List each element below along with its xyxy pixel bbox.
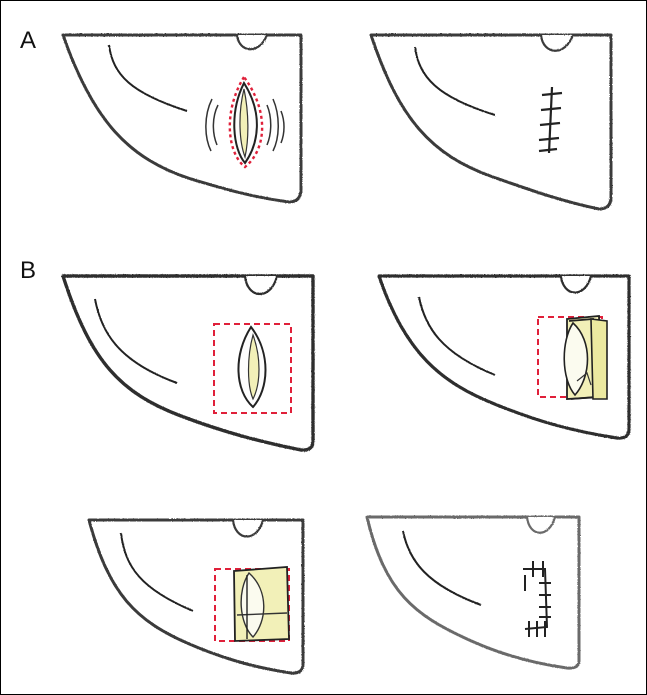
- a2-face-outline: [371, 35, 611, 209]
- b2-flap: [564, 316, 607, 399]
- b1-face-outline: [63, 276, 313, 450]
- b3-flap: [234, 567, 289, 641]
- a1-face-outline: [63, 35, 301, 202]
- b4-face-outline: [367, 517, 579, 668]
